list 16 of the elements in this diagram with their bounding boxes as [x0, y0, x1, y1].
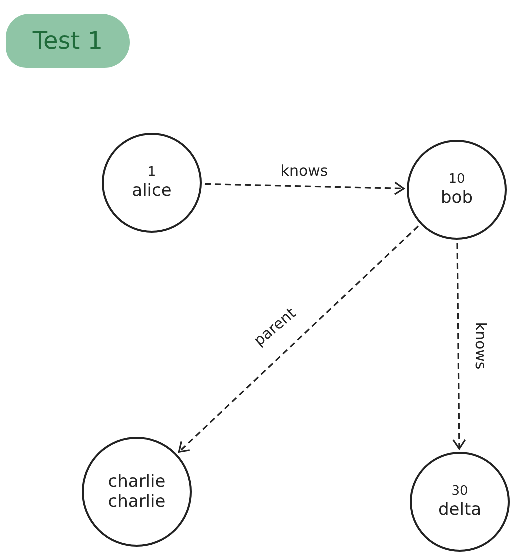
node-value: 30 — [452, 484, 468, 500]
title: Test 1 — [6, 14, 130, 68]
node-label: charlie — [108, 492, 166, 512]
node-label: delta — [438, 500, 482, 520]
node-label: alice — [132, 180, 172, 201]
node-label: bob — [441, 188, 473, 208]
arrow — [452, 243, 466, 450]
node-value: 10 — [448, 172, 466, 188]
node-circle — [407, 140, 507, 240]
arrow — [178, 226, 419, 453]
node-circle — [102, 133, 202, 233]
node-value: 1 — [148, 165, 156, 181]
node-circle — [82, 437, 192, 547]
arrow — [204, 182, 405, 196]
node-label: charlie — [108, 472, 166, 492]
node-circle — [410, 452, 510, 552]
